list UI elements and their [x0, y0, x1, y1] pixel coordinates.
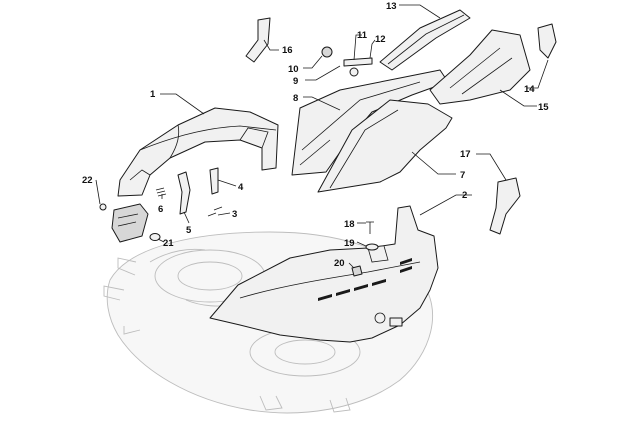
part-upper-rail	[379, 9, 471, 71]
part-lever	[177, 171, 191, 215]
callout-5: 5	[186, 225, 192, 236]
callout-1: 1	[150, 89, 156, 100]
callout-4: 4	[238, 182, 244, 193]
callout-21: 21	[163, 238, 174, 249]
callout-7: 7	[460, 170, 465, 181]
part-front-cover	[209, 205, 439, 343]
callout-14: 14	[524, 84, 535, 95]
part-bracket-16	[245, 17, 271, 63]
callout-16: 16	[282, 45, 293, 56]
part-left-housing	[117, 107, 279, 197]
callout-labels: 1 2 3 4 5 6 7 8 9 10 11 12 13 14 15 16 1…	[82, 1, 549, 269]
callout-6: 6	[158, 204, 163, 215]
part-clip	[209, 167, 219, 195]
leader-lines	[95, 4, 549, 269]
part-rear-chute	[429, 29, 531, 105]
part-bolt-18	[366, 221, 374, 234]
callout-8: 8	[293, 93, 298, 104]
callout-15: 15	[538, 102, 549, 113]
callout-10: 10	[288, 64, 299, 75]
part-spring	[155, 187, 167, 197]
callout-22: 22	[82, 175, 93, 186]
callout-3: 3	[232, 209, 237, 220]
callout-11: 11	[357, 30, 368, 41]
callout-9: 9	[293, 76, 298, 87]
callout-20: 20	[334, 258, 345, 269]
part-washer-19	[365, 243, 379, 251]
callout-19: 19	[344, 238, 355, 249]
part-bracket-14	[537, 23, 557, 59]
callout-13: 13	[386, 1, 397, 12]
callout-12: 12	[375, 34, 386, 45]
callout-17: 17	[460, 149, 471, 160]
part-screws	[207, 206, 223, 217]
callout-2: 2	[462, 190, 467, 201]
part-bracket-17	[489, 177, 521, 235]
part-chute-plate	[317, 99, 453, 193]
callout-18: 18	[344, 219, 355, 230]
part-fasteners	[321, 46, 373, 77]
part-nut-20	[351, 265, 363, 277]
part-left-bracket	[99, 203, 161, 243]
